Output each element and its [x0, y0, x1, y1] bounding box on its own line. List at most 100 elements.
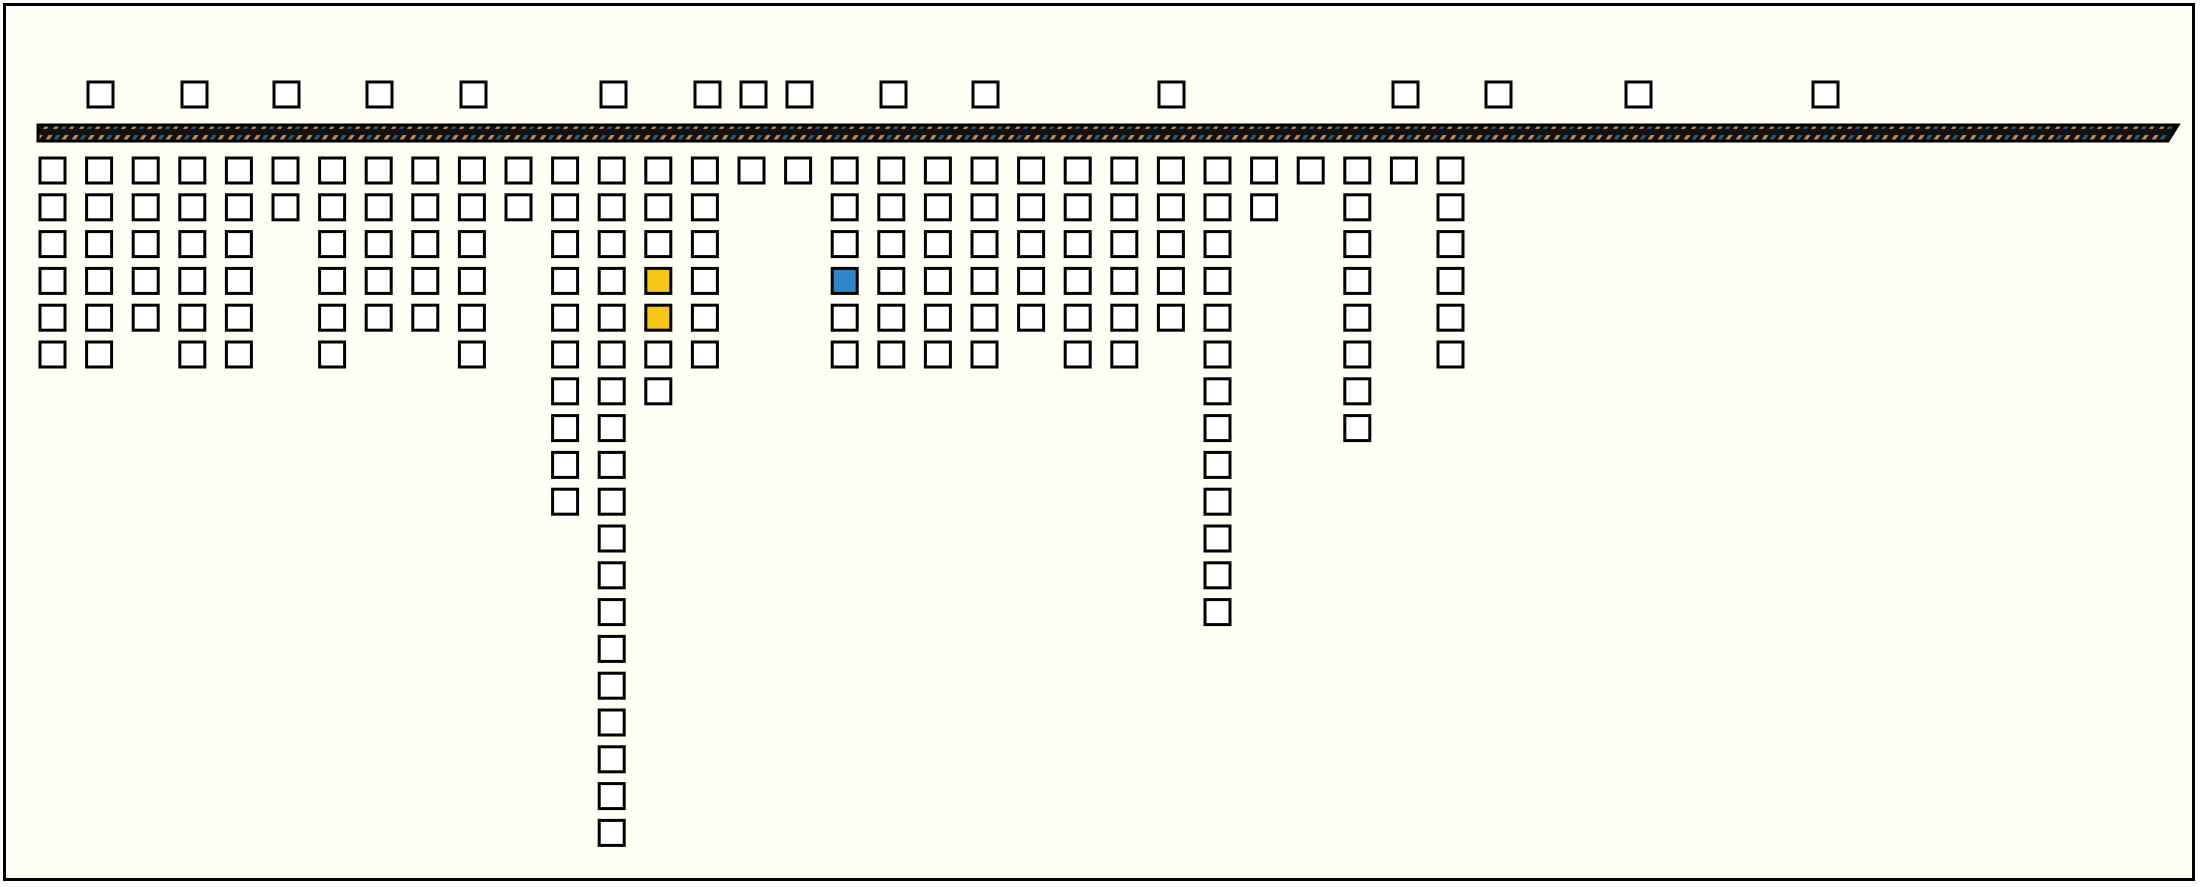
column-box [877, 340, 906, 369]
column-box [1203, 193, 1232, 222]
column-box [1203, 450, 1232, 479]
column-box [597, 156, 626, 185]
box-column [1296, 156, 1325, 185]
column-box [224, 340, 253, 369]
top-box [86, 80, 115, 109]
top-box [1484, 80, 1513, 109]
column-box [597, 340, 626, 369]
column-box [1017, 266, 1046, 295]
column-box [1203, 414, 1232, 443]
column-box [1203, 266, 1232, 295]
column-box [178, 340, 207, 369]
column-box [830, 193, 859, 222]
column-box [364, 266, 393, 295]
column-box [271, 156, 300, 185]
column-box [1110, 266, 1139, 295]
column-box [597, 303, 626, 332]
column-box [1436, 303, 1465, 332]
column-box [1436, 266, 1465, 295]
top-box [879, 80, 908, 109]
column-box [551, 450, 580, 479]
column-box [644, 377, 673, 406]
column-box [644, 340, 673, 369]
column-box [457, 230, 486, 259]
column-box [644, 230, 673, 259]
box-column [597, 156, 626, 847]
box-column [1436, 156, 1465, 369]
column-box [877, 156, 906, 185]
column-box [318, 266, 347, 295]
column-box [1203, 487, 1232, 516]
column-box [1110, 230, 1139, 259]
column-box [597, 193, 626, 222]
column-box [597, 782, 626, 811]
column-box [1017, 230, 1046, 259]
column-box [1436, 156, 1465, 185]
column-box [551, 414, 580, 443]
column-box [1343, 266, 1372, 295]
column-box [597, 377, 626, 406]
column-box [1436, 193, 1465, 222]
box-column [1389, 156, 1418, 185]
box-column [318, 156, 347, 369]
striped-bar [36, 123, 2181, 143]
column-box [1203, 377, 1232, 406]
column-box [1343, 377, 1372, 406]
column-box [551, 377, 580, 406]
column-box [1063, 303, 1092, 332]
column-box [830, 156, 859, 185]
top-box [693, 80, 722, 109]
column-box [1110, 303, 1139, 332]
column-box [551, 303, 580, 332]
column-box [1063, 230, 1092, 259]
column-box [970, 303, 999, 332]
column-box [1203, 524, 1232, 553]
column-box [85, 156, 114, 185]
column-box [318, 340, 347, 369]
box-column [1156, 156, 1185, 332]
column-box [597, 230, 626, 259]
column-box [271, 193, 300, 222]
column-box [923, 340, 952, 369]
column-box [597, 487, 626, 516]
column-box [1343, 303, 1372, 332]
column-box [1203, 156, 1232, 185]
column-box [1343, 414, 1372, 443]
column-box [597, 708, 626, 737]
column-box [178, 156, 207, 185]
column-box [318, 230, 347, 259]
column-box [178, 303, 207, 332]
box-column [1343, 156, 1372, 443]
column-box [1156, 156, 1185, 185]
top-box [1811, 80, 1840, 109]
box-column [784, 156, 813, 185]
column-box [644, 193, 673, 222]
column-box [38, 230, 67, 259]
column-box [1063, 340, 1092, 369]
ruler-bar [36, 123, 2181, 143]
column-box [85, 266, 114, 295]
column-box [364, 303, 393, 332]
top-box [971, 80, 1000, 109]
box-column [224, 156, 253, 369]
column-box [1110, 340, 1139, 369]
column-box [830, 340, 859, 369]
column-box [597, 745, 626, 774]
column-box [1343, 230, 1372, 259]
column-box [1017, 193, 1046, 222]
top-box [459, 80, 488, 109]
column-box [1063, 156, 1092, 185]
box-column [830, 156, 859, 369]
top-box [272, 80, 301, 109]
box-column [131, 156, 160, 332]
grid-diagram [36, 80, 2181, 847]
column-box [1017, 303, 1046, 332]
column-box [131, 303, 160, 332]
top-box [1391, 80, 1420, 109]
column-box [364, 156, 393, 185]
diagram-frame [3, 3, 2195, 881]
column-box [1203, 303, 1232, 332]
box-column [737, 156, 766, 185]
column-box [597, 414, 626, 443]
column-box [551, 487, 580, 516]
